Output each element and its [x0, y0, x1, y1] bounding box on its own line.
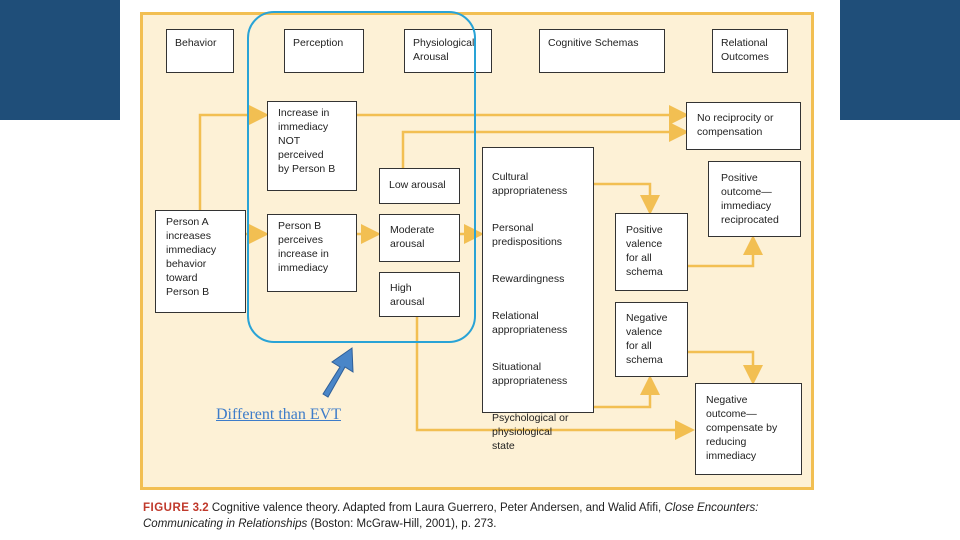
schema-cultural: Cultural appropriateness — [492, 171, 568, 197]
arrow-negative-valence-to-outcome — [688, 350, 763, 385]
node-negative-valence: Negative valence for all schema — [615, 302, 688, 377]
node-moderate-arousal: Moderate arousal — [379, 214, 460, 262]
node-high-arousal: High arousal — [379, 272, 460, 317]
caption-citation: (Boston: McGraw-Hill, 2001), p. 273. — [310, 518, 497, 530]
node-not-perceived: Increase in immediacy NOT perceived by P… — [267, 101, 357, 191]
arrow-person-a-to-not-perceived — [198, 105, 269, 210]
schema-relational: Relational appropriateness — [492, 310, 568, 336]
node-positive-valence: Positive valence for all schema — [615, 213, 688, 291]
header-behavior: Behavior — [166, 29, 234, 73]
node-cognitive-schemas-list: Cultural appropriateness Personal predis… — [482, 147, 594, 452]
arrow-low-to-no-reciprocity — [401, 122, 689, 168]
caption-book-title: Close Encounters: Communicating in Relat… — [143, 502, 759, 530]
highlight-outline — [247, 11, 476, 343]
node-low-arousal: Low arousal — [379, 168, 460, 204]
arrow-high-to-negative-outcome — [415, 316, 695, 440]
header-cognitive-schemas: Cognitive Schemas — [539, 29, 665, 73]
node-positive-outcome: Positive outcome— immediacy reciprocated — [708, 161, 801, 237]
header-physiological-arousal: Physiological Arousal — [404, 29, 492, 73]
schema-rewardingness: Rewardingness — [492, 273, 565, 285]
node-negative-outcome: Negative outcome— compensate by reducing… — [695, 383, 802, 475]
node-person-a: Person A increases immediacy behavior to… — [155, 210, 246, 313]
callout-arrow — [322, 347, 354, 398]
schema-personal: Personal predispositions — [492, 222, 563, 248]
arrow-positive-valence-to-outcome — [688, 235, 763, 268]
figure-number: 3.2 — [192, 502, 209, 514]
schema-psychological: Psychological or physiological state — [492, 412, 569, 452]
left-slide-block — [0, 0, 120, 120]
schema-situational: Situational appropriateness — [492, 361, 568, 387]
figure-caption: FIGURE 3.2 Cognitive valence theory. Ada… — [143, 500, 823, 532]
right-slide-block — [840, 0, 960, 120]
header-relational-outcomes: Relational Outcomes — [712, 29, 788, 73]
arrow-schemas-to-negative-valence — [593, 375, 660, 409]
arrow-schemas-to-positive-valence — [593, 182, 660, 215]
node-perceived: Person B perceives increase in immediacy — [267, 214, 357, 292]
node-no-reciprocity: No reciprocity or compensation — [686, 102, 801, 150]
annotation-note: Different than EVT — [216, 406, 341, 423]
header-perception: Perception — [284, 29, 364, 73]
caption-text: Cognitive valence theory. Adapted from L… — [211, 502, 662, 514]
figure-label: FIGURE — [143, 502, 190, 514]
